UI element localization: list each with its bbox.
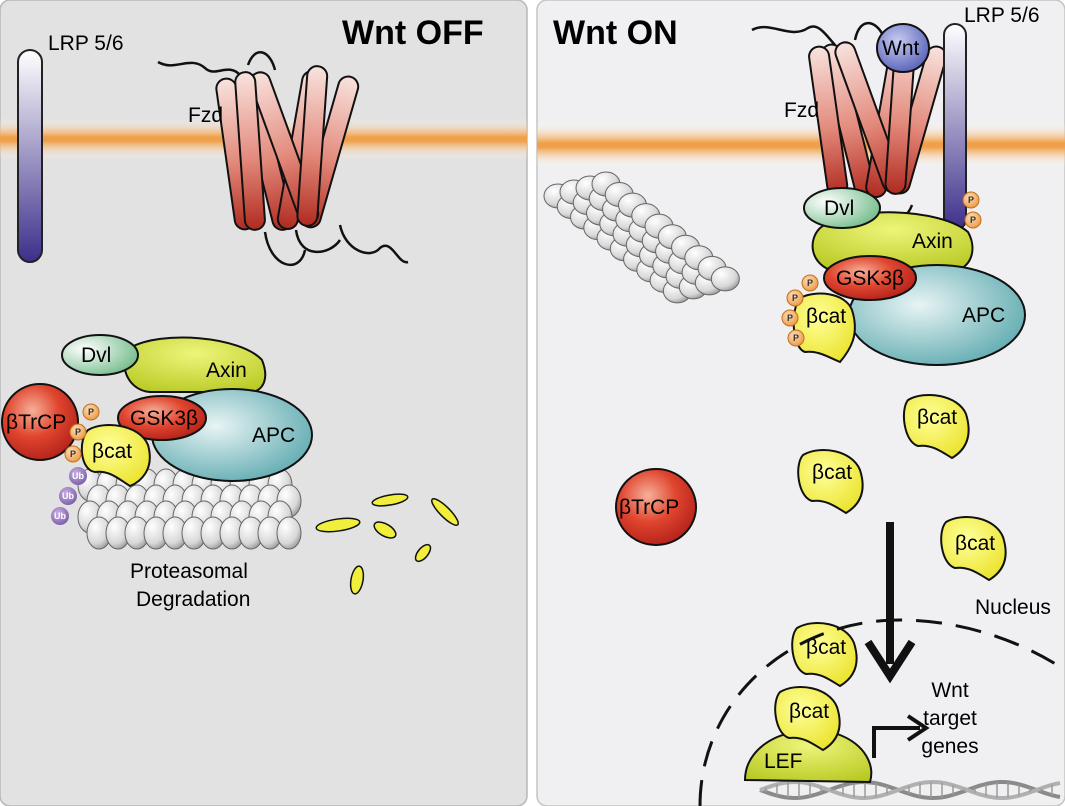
free-bcat-2: βcat xyxy=(797,449,864,515)
nucleus-label: Nucleus xyxy=(975,596,1051,619)
btrcp-label-off: βTrCP xyxy=(6,411,66,434)
lrp-label-off: LRP 5/6 xyxy=(48,32,124,55)
frizzled-receptor-on xyxy=(751,21,948,223)
phospho-group-lrp: P P xyxy=(962,191,982,229)
svg-text:Ub: Ub xyxy=(54,511,66,521)
axin-label-off: Axin xyxy=(206,359,247,382)
svg-text:βcat: βcat xyxy=(789,700,829,723)
lef-factor xyxy=(743,729,873,784)
svg-text:P: P xyxy=(968,195,974,205)
translocation-arrow xyxy=(864,522,916,684)
dvl-label-on: Dvl xyxy=(824,197,854,220)
bcat-label-complex-on: βcat xyxy=(806,305,846,328)
lrp-receptor-off xyxy=(17,49,43,263)
lrp-label-on: LRP 5/6 xyxy=(964,4,1040,27)
phospho-group-off: P P P xyxy=(64,403,100,463)
svg-text:P: P xyxy=(792,293,798,303)
svg-text:Ub: Ub xyxy=(72,471,84,481)
dvl-label-off: Dvl xyxy=(81,344,111,367)
gsk3b-label-on: GSK3β xyxy=(836,267,904,290)
fzd-label-on: Fzd xyxy=(784,99,819,122)
bcat-off xyxy=(80,424,151,488)
gsk3b-on xyxy=(823,255,917,301)
svg-text:P: P xyxy=(970,215,976,225)
wnt-ligand-label: Wnt xyxy=(882,37,920,60)
title-wnt-on: Wnt ON xyxy=(553,14,678,52)
nucleus-envelope xyxy=(698,618,1065,806)
target-genes-line1: Wnt xyxy=(931,679,969,702)
apc-label-on: APC xyxy=(962,304,1005,327)
btrcp-on xyxy=(615,468,697,546)
apc-label-off: APC xyxy=(252,424,295,447)
membrane-on xyxy=(537,122,1065,168)
svg-text:P: P xyxy=(70,449,76,459)
degradation-label: Degradation xyxy=(136,588,250,611)
svg-text:Ub: Ub xyxy=(62,491,74,501)
gsk3b-label-off: GSK3β xyxy=(130,407,198,430)
svg-text:P: P xyxy=(787,313,793,323)
target-genes-line3: genes xyxy=(921,735,978,758)
svg-text:βcat: βcat xyxy=(955,532,995,555)
fzd-label-off: Fzd xyxy=(188,104,223,127)
svg-text:βcat: βcat xyxy=(917,406,957,429)
transcription-arrow xyxy=(872,714,930,758)
dvl-off xyxy=(61,334,139,376)
ubiquitin-chain: Ub Ub Ub xyxy=(51,467,87,525)
svg-text:P: P xyxy=(793,333,799,343)
bcat-nuclear: βcat xyxy=(774,686,841,752)
btrcp-label-on: βTrCP xyxy=(619,496,679,519)
wnt-ligand xyxy=(876,23,930,73)
btrcp-off xyxy=(1,383,79,461)
svg-text:P: P xyxy=(88,407,94,417)
free-bcat-1: βcat xyxy=(902,393,970,460)
phospho-group-on: P P P P xyxy=(781,274,819,347)
target-genes-line2: target xyxy=(923,707,977,730)
bcat-label-off: βcat xyxy=(92,440,132,463)
svg-text:P: P xyxy=(807,278,813,288)
title-wnt-off: Wnt OFF xyxy=(342,14,484,52)
frizzled-receptor-off xyxy=(157,51,409,267)
lef-label: LEF xyxy=(764,750,803,773)
proteasomal-label: Proteasomal xyxy=(130,560,248,583)
svg-text:βcat: βcat xyxy=(806,636,846,659)
axin-off xyxy=(123,336,267,393)
proteasome-off xyxy=(77,468,302,550)
gsk3b-off xyxy=(117,395,207,441)
panel-wnt-on xyxy=(536,0,1065,806)
svg-text:P: P xyxy=(75,427,81,437)
dvl-on xyxy=(803,187,881,229)
svg-text:βcat: βcat xyxy=(812,461,852,484)
axin-label-on: Axin xyxy=(912,230,953,253)
degraded-bcat-fragments xyxy=(315,493,459,595)
dna-strand xyxy=(759,779,1061,801)
proteasome-on xyxy=(543,171,740,304)
free-bcat-3: βcat xyxy=(940,516,1007,582)
